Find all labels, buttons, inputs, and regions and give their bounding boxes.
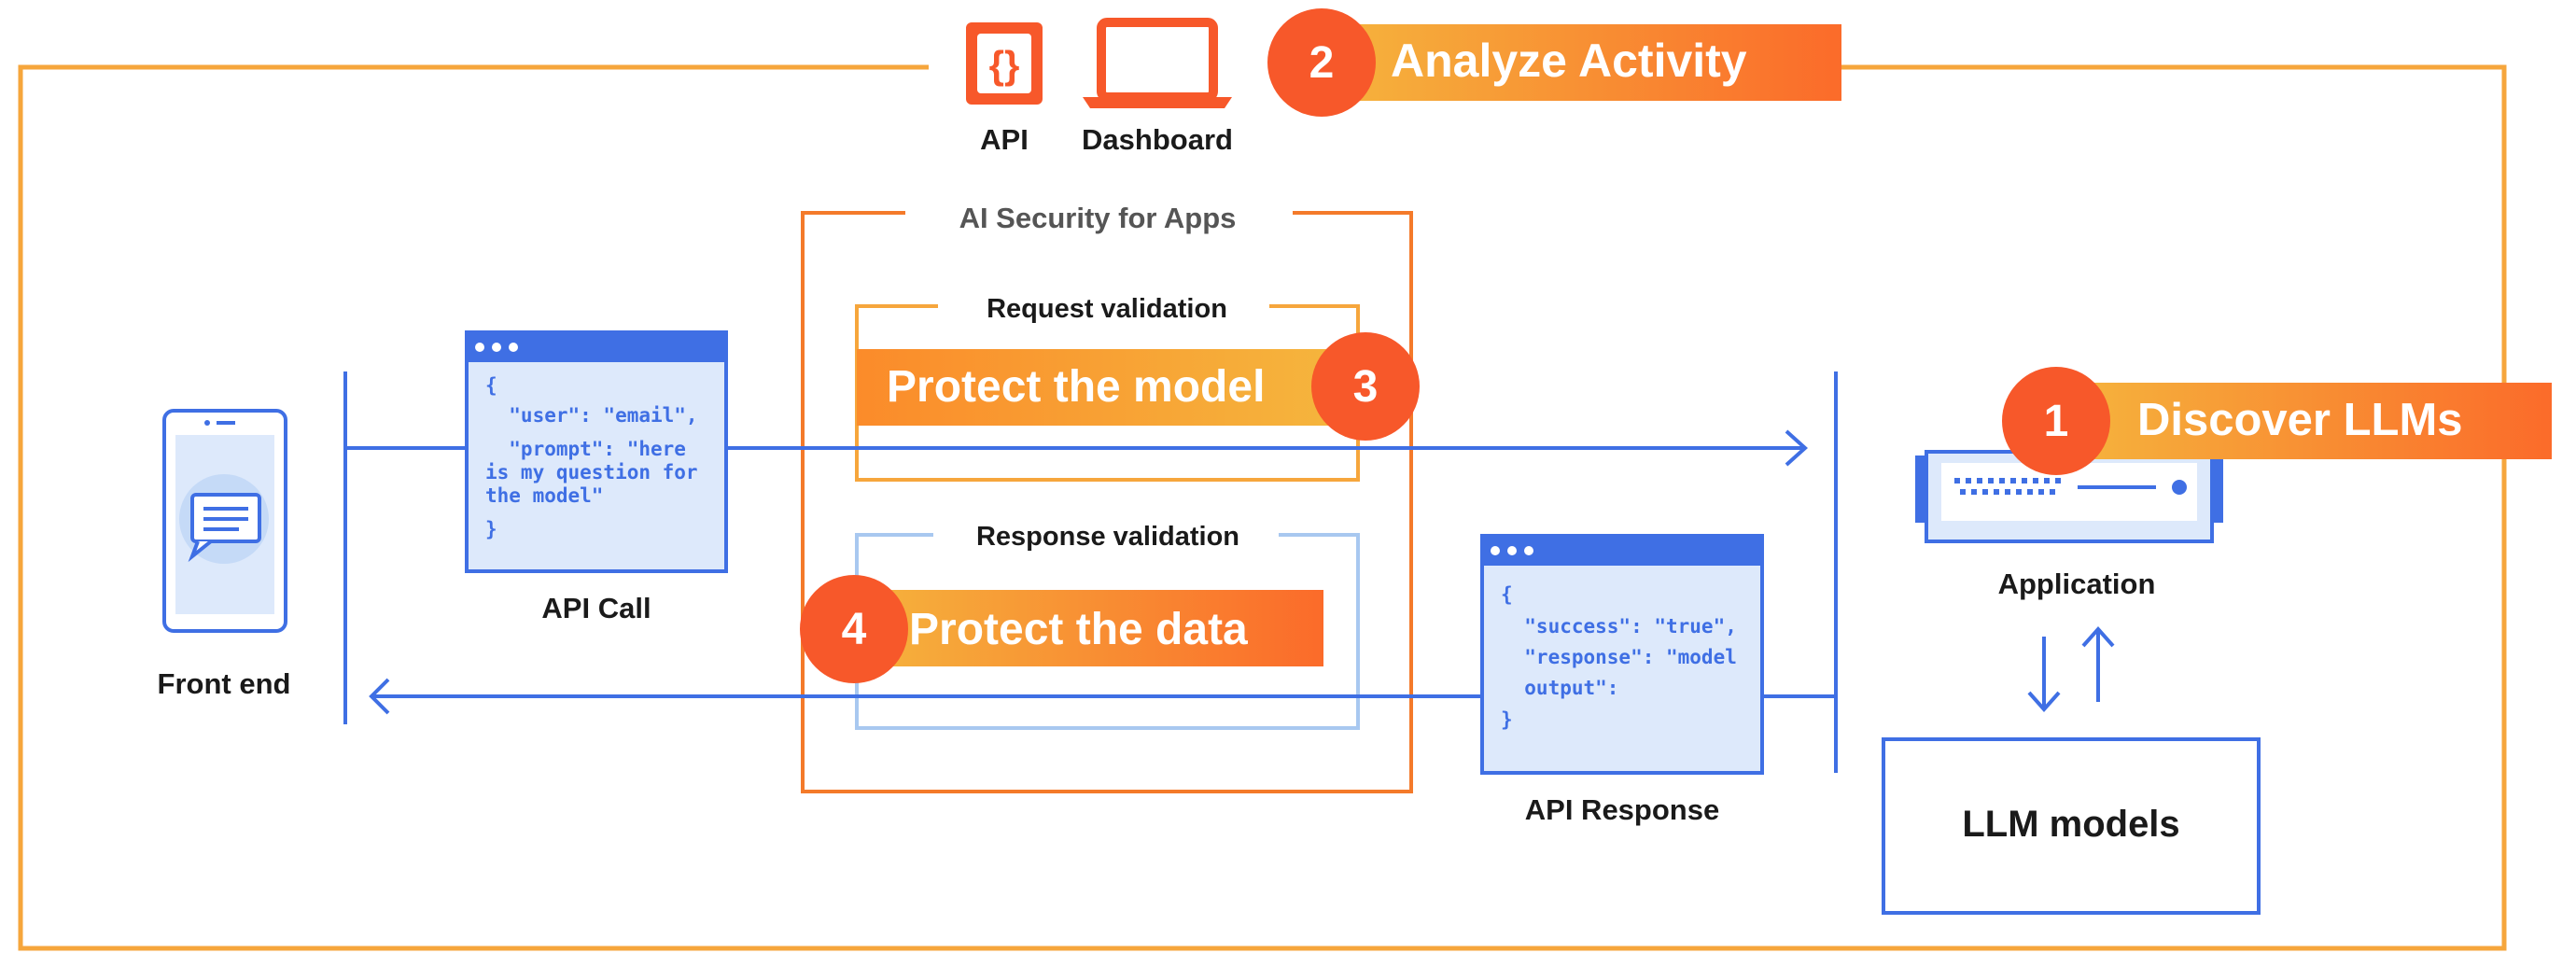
front-end-label: Front end (158, 667, 291, 700)
llm-models-box (1882, 737, 2261, 915)
code-line: { (1501, 583, 1513, 606)
response-validation-box (855, 533, 1360, 730)
svg-text:Protect the model: Protect the model (887, 362, 1265, 412)
response-validation-label: Response validation (976, 522, 1239, 552)
api-label: API (980, 123, 1029, 156)
svg-text:Analyze Activity: Analyze Activity (1391, 35, 1747, 87)
callout-analyze-activity: 2 Analyze Activity (1267, 8, 1841, 117)
request-validation-box (855, 304, 1360, 482)
svg-text:Protect the data: Protect the data (909, 605, 1248, 654)
svg-text:2: 2 (1309, 38, 1335, 88)
svg-text:{ "success": "true",: { "success": "true", "response": "model … (1501, 583, 1737, 731)
api-icon: {} (966, 22, 1043, 105)
svg-text:1: 1 (2044, 397, 2069, 446)
ai-security-title: AI Security for Apps (959, 202, 1237, 234)
request-validation-label: Request validation (987, 294, 1227, 324)
down-arrow (2027, 637, 2061, 713)
code-line: "response": "model (1501, 646, 1737, 668)
svg-text:4: 4 (842, 605, 867, 654)
laptop-icon (1083, 18, 1232, 108)
code-line: { (485, 374, 497, 397)
outer-frame (18, 64, 2507, 951)
llm-models-label: LLM models (1962, 804, 2179, 845)
code-line: is my question for (485, 461, 698, 484)
ai-security-box (801, 211, 1413, 793)
code-line: "success": "true", (1501, 615, 1737, 638)
api-call-label: API Call (541, 592, 651, 624)
code-line: the model" (485, 484, 603, 507)
code-line: "prompt": "here (485, 438, 686, 460)
svg-text:{}: {} (989, 43, 1020, 87)
api-call-card: { "user": "email", "prompt": "here is my… (0, 0, 780, 573)
callout-protect-the-data: 4 Protect the data (800, 575, 1323, 683)
svg-text:{ "user": "email",: { "user": "email", "prompt": "here is my… (0, 0, 780, 540)
dashboard-label: Dashboard (1082, 123, 1233, 156)
api-response-label: API Response (1525, 793, 1719, 826)
code-line: "user": "email", (485, 404, 698, 427)
code-line: output": (1501, 677, 1618, 699)
phone-icon (162, 409, 287, 633)
svg-text:Discover LLMs: Discover LLMs (2137, 395, 2463, 445)
application-label: Application (1998, 568, 2156, 600)
callout-protect-the-model: 3 Protect the model (857, 332, 1420, 441)
code-line: } (485, 518, 497, 540)
up-arrow (2081, 625, 2115, 702)
api-response-card: { "success": "true", "response": "model … (1480, 534, 1764, 775)
code-line: } (1501, 708, 1513, 731)
callout-discover-llms: 1 Discover LLMs (2002, 367, 2552, 475)
svg-text:3: 3 (1353, 362, 1379, 412)
